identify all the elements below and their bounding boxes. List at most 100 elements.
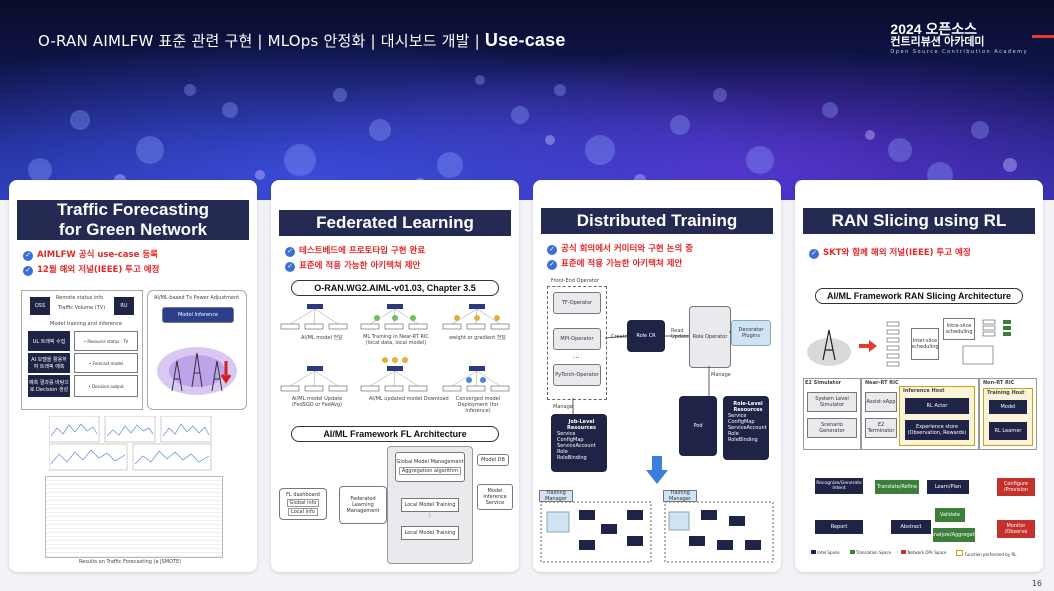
- step3-detail: • Decision output: [74, 375, 138, 397]
- legend-item: Intel Space: [817, 550, 840, 555]
- forecast-charts: [49, 416, 212, 471]
- slicing-overview: Inter-slice scheduling Intra-slice sched…: [803, 316, 1035, 372]
- training-manager-left: Training Manager: [539, 490, 573, 502]
- step2-box: AI 모델을 활용하여 트래픽 예측: [28, 353, 70, 373]
- global-info-label: Global info: [286, 499, 320, 507]
- card-pointer: [383, 180, 403, 181]
- fig-a-caption: AI/ML model 전달: [301, 335, 343, 341]
- e2-sim-group: [803, 378, 861, 450]
- card-title-line1: Traffic Forecasting: [56, 200, 210, 219]
- fl-arch-pill: AI/ML Framework FL Architecture: [291, 426, 499, 442]
- role-level-box: Role-Level Resources Service ConfigMap S…: [723, 396, 769, 460]
- title-prefix: O-RAN AIMLFW 표준 관련 구현 | MLOps 안정화 | 대시보드…: [38, 32, 485, 50]
- traffic-volume-label: Traffic Volume (TV): [58, 305, 106, 311]
- fl-flow-sketch: [280, 304, 510, 392]
- fig-b-caption: ML Training in Near-RT RIC (local data, …: [363, 334, 429, 346]
- check-icon: ✓: [809, 248, 819, 259]
- bullet-text: SKT와 함께 해외 저널(IEEE) 투고 예정: [823, 248, 971, 258]
- analyze-box: Analyze/Aggregate: [930, 528, 978, 542]
- step1-detail: • Resource status · TV: [74, 331, 138, 351]
- ellipsis: ...: [573, 352, 580, 360]
- assist-xapp-box: Assist-xApp: [865, 392, 897, 412]
- card-federated-learning: Federated Learning ✓테스트베드에 프로토타입 구현 완료 ✓…: [271, 180, 519, 572]
- inference-host-label: Inference Host: [903, 388, 945, 394]
- brand-line2: 컨트리뷰션 아카데미: [890, 36, 985, 48]
- rl-learner-box: RL Learner: [989, 422, 1027, 440]
- ric-architecture: E2 Simulator Near-RT RIC Non-RT RIC Syst…: [803, 378, 1037, 450]
- step2-detail: • Forecast model: [74, 353, 138, 373]
- manage-label-left: Manage: [553, 404, 573, 410]
- card-pointer: [907, 180, 927, 181]
- abstract-box: Abstract: [891, 520, 931, 534]
- brand-line1: 2024 오픈소스: [890, 21, 977, 37]
- frontend-label: Front-End Operator: [551, 278, 599, 284]
- step1-box: UL 트래픽 수집: [28, 331, 70, 351]
- spec-pill: O-RAN.WG2.AIML-v01.03, Chapter 3.5: [291, 280, 499, 296]
- non-rt-group: [979, 378, 1037, 450]
- role-level-title: Role-Level Resources: [733, 401, 763, 413]
- job-item: Service: [557, 431, 576, 437]
- legend-item: Network OPs Space: [907, 550, 947, 555]
- brand-logo: 2024 오픈소스 컨트리뷰션 아카데미 Open Source Contrib…: [890, 22, 1028, 55]
- gmm-label: Global Model Management: [396, 459, 464, 465]
- job-item: RoleBinding: [557, 455, 587, 461]
- pod-box: Pod: [679, 396, 717, 456]
- tf-operator-box: TF-Operator: [553, 292, 601, 314]
- fl-architecture: FL dashboard Global info Local info Fede…: [271, 446, 519, 566]
- results-table: [45, 476, 223, 558]
- ran-arch-pill: AI/ML Framework RAN Slicing Architecture: [815, 288, 1023, 304]
- check-icon: ✓: [547, 259, 557, 270]
- role-operator-box: Role Operator: [689, 306, 731, 368]
- lmt1-box: Local Model Training: [401, 498, 459, 512]
- fl-dashboard-box: FL dashboard Global info Local info: [279, 488, 327, 520]
- bullet-text: AIMLFW 공식 use-case 등록: [37, 250, 158, 260]
- mis-box: Model Inference Service: [477, 484, 513, 510]
- check-icon: ✓: [23, 250, 33, 261]
- configure-box: Configure /Provision: [997, 478, 1035, 496]
- legend-item: Translation Space: [855, 550, 892, 555]
- card-title: Distributed Training: [541, 208, 773, 234]
- traffic-diagram-left: OSS RU Remote status info Traffic Volume…: [21, 290, 143, 410]
- dt-architecture: Front-End Operator TF-Operator MPI-Opera…: [533, 276, 781, 476]
- card-ran-slicing: RAN Slicing using RL ✓SKT와 함께 해외 저널(IEEE…: [795, 180, 1043, 572]
- dt-deployment: Training Manager Training Manager: [539, 488, 775, 566]
- page-number: 16: [1031, 579, 1042, 588]
- scenario-box: Scenario Generator: [807, 418, 857, 438]
- local-info-label: Local info: [288, 508, 318, 516]
- translate-box: Translate/Refine: [875, 480, 919, 494]
- read-update-label: Read Update: [671, 328, 690, 340]
- sys-sim-box: System Level Simulator: [807, 392, 857, 412]
- check-icon: ✓: [285, 261, 295, 272]
- traffic-diagram-right: AI/ML-based Tx Power Adjustment Model In…: [147, 290, 247, 410]
- job-item: Role: [557, 449, 568, 455]
- card-title: Federated Learning: [279, 210, 511, 236]
- job-level-box: Job-Level Resources Service ConfigMap Se…: [551, 414, 607, 472]
- tower-illustration: [157, 347, 237, 395]
- report-box: Report: [815, 520, 863, 534]
- model-db-box: Model DB: [477, 454, 509, 466]
- near-rt-group: [861, 378, 979, 450]
- hero-banner: [0, 0, 1054, 200]
- card-distributed-training: Distributed Training ✓공식 회의에서 커미터와 구현 논의…: [533, 180, 781, 572]
- intent-legend: Intel Space Translation Space Network OP…: [811, 550, 1016, 557]
- bullet-text: 12월 해외 저널(IEEE) 투고 예정: [37, 265, 160, 275]
- card-bullets: ✓AIMLFW 공식 use-case 등록 ✓12월 해외 저널(IEEE) …: [23, 248, 249, 278]
- check-icon: ✓: [285, 246, 295, 257]
- learn-box: Learn/Plan: [927, 480, 969, 494]
- validate-box: Validate: [935, 508, 965, 522]
- mpi-operator-box: MPI-Operator: [553, 328, 601, 350]
- brand-line3: Open Source Contribution Academy: [890, 49, 1028, 55]
- intra-slice-box: Intra-slice scheduling: [943, 318, 975, 340]
- model-box: Model: [989, 400, 1027, 414]
- training-host-label: Training Host: [987, 390, 1025, 396]
- role-item: RoleBinding: [728, 437, 758, 443]
- card-bullets: ✓공식 회의에서 커미터와 구현 논의 중 ✓표준에 적용 가능한 아키텍쳐 제…: [547, 242, 773, 272]
- results-caption: Results on Traffic Forecasting (a JSMOTE…: [79, 559, 182, 565]
- pytorch-operator-box: PyTorch-Operator: [553, 364, 601, 386]
- rl-actor-box: RL Actor: [905, 398, 969, 414]
- title-bold: Use-case: [484, 30, 566, 50]
- flm-box: Federated Learning Management: [339, 486, 387, 524]
- dt-arrows: [572, 331, 731, 414]
